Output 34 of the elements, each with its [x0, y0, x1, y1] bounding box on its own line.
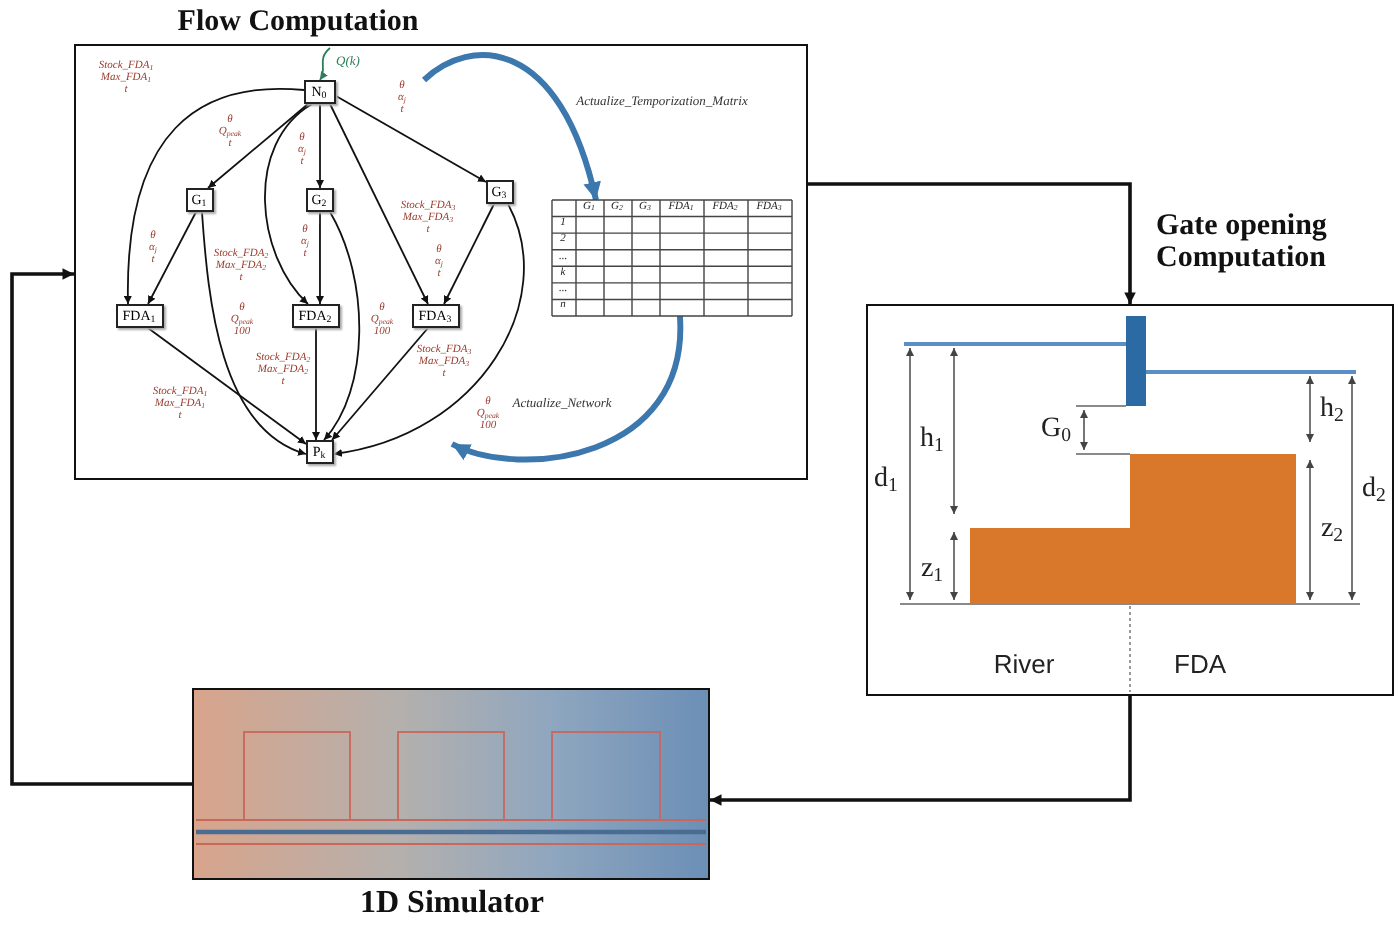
panel-heading: 1D Simulator: [360, 886, 544, 921]
matrix-table: [551, 199, 791, 315]
dimension-label: z$_{1}$: [920, 556, 944, 584]
dimension-label: z$_{2}$: [1320, 516, 1344, 544]
arrow: [316, 211, 324, 305]
arrow: [147, 327, 307, 445]
arrow: [422, 52, 600, 201]
region-label: River: [993, 651, 1055, 677]
arrow: [333, 203, 525, 457]
dimension-label: h$_{1}$: [920, 426, 944, 454]
arrow: [710, 696, 1132, 806]
arrow: [201, 211, 307, 455]
arrow: [10, 268, 192, 786]
dimension-label: d$_{1}$: [874, 466, 898, 494]
arrow: [207, 103, 309, 189]
dimension-label: d$_{2}$: [1362, 476, 1386, 504]
dimension-label: h$_{2}$: [1320, 396, 1344, 424]
panel-heading: Gate opening Computation: [1156, 210, 1329, 275]
arrow: [450, 315, 683, 463]
arrow: [312, 327, 320, 441]
region-label: FDA: [1174, 651, 1226, 677]
panel-heading: Flow Computation: [177, 6, 419, 39]
arrow: [147, 211, 197, 305]
dimension-label: G$_{0}$: [1040, 416, 1072, 444]
arrow: [319, 47, 331, 81]
arrow: [331, 327, 429, 441]
arrow: [124, 87, 305, 305]
arrow: [264, 103, 313, 305]
arrow: [335, 95, 487, 183]
arrow: [323, 211, 361, 441]
arrow: [443, 203, 495, 305]
arrow: [808, 182, 1136, 304]
arrow: [316, 103, 324, 189]
arrow: [329, 103, 429, 305]
